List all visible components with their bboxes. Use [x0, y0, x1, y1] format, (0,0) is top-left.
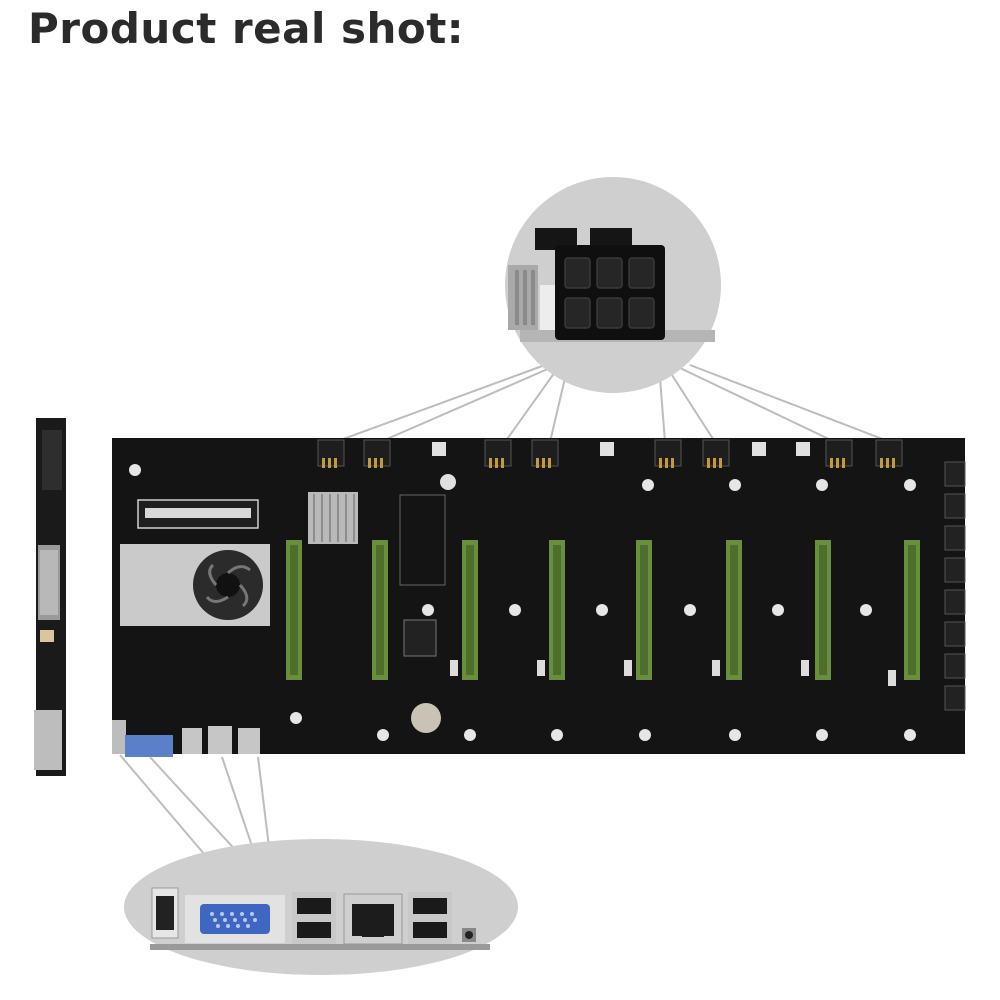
- board-side-view: [34, 418, 66, 776]
- rear-io-callout: [124, 839, 518, 975]
- top-leader-lines: [334, 364, 891, 443]
- mounting-holes: [129, 464, 916, 741]
- pcie-slots: [286, 540, 920, 680]
- page-title: Product real shot:: [28, 4, 465, 53]
- cmos-battery: [411, 703, 441, 733]
- rear-io-board: [112, 720, 260, 757]
- chipset-heatsink: [308, 492, 358, 544]
- six-pin-callout: [505, 177, 721, 393]
- bottom-leader-lines: [119, 754, 271, 856]
- motherboard: [112, 438, 966, 757]
